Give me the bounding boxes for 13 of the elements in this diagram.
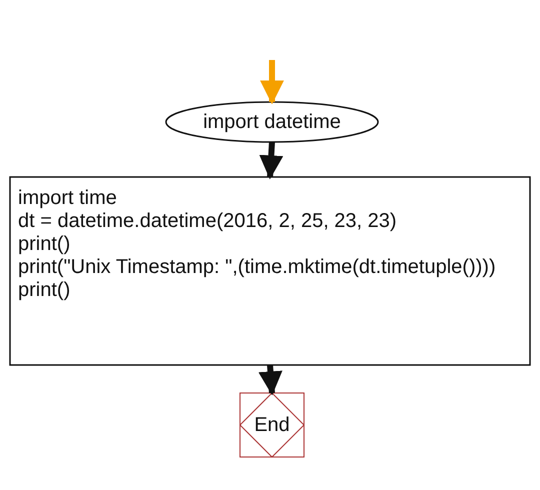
arrow (259, 142, 284, 180)
arrow (260, 60, 284, 104)
code-line: dt = datetime.datetime(2016, 2, 25, 23, 23) (18, 210, 397, 233)
start-ellipse (165, 101, 379, 143)
code-line: import time (18, 187, 117, 210)
code-line: print() (18, 233, 70, 256)
node-label: import datetime (203, 110, 341, 134)
process-box (9, 176, 531, 366)
end-diamond (239, 392, 305, 458)
arrow (258, 364, 282, 396)
code-line: print() (18, 279, 70, 302)
code-line: print("Unix Timestamp: ",(time.mktime(dt.timetuple()))) (18, 256, 496, 279)
node-label: End (254, 414, 290, 436)
